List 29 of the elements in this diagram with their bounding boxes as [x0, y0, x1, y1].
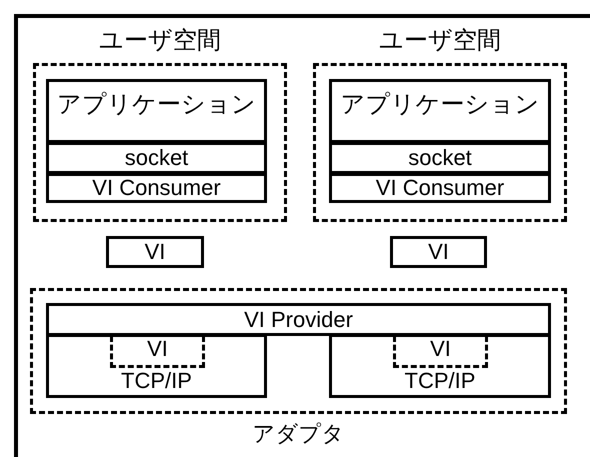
layer-box — [106, 236, 204, 268]
layer-box — [390, 236, 487, 268]
box-label: socket — [124, 145, 190, 171]
box-label: VI Provider — [243, 306, 354, 332]
box-label: VI — [427, 239, 450, 265]
dashed-box — [110, 336, 205, 368]
layer-box — [329, 79, 551, 143]
layer-box — [46, 334, 267, 398]
group-heading: ユーザ空間 — [98, 28, 222, 54]
box-label: アプリケーション — [56, 90, 257, 120]
dashed-box — [393, 336, 488, 368]
box-label: VI — [146, 336, 169, 362]
box-label: TCP/IP — [120, 368, 193, 394]
layer-box — [46, 173, 267, 203]
box-label: socket — [407, 145, 473, 171]
layer-box — [329, 142, 551, 174]
layer-box — [46, 142, 267, 174]
layer-box — [329, 173, 551, 203]
group-heading: ユーザ空間 — [378, 28, 502, 54]
layer-box — [329, 334, 551, 398]
box-label: TCP/IP — [404, 368, 476, 394]
box-label: VI Consumer — [91, 175, 222, 201]
group-heading: アダプタ — [252, 421, 346, 447]
layer-box — [46, 79, 267, 143]
box-label: VI Consumer — [374, 175, 506, 201]
box-label: VI — [429, 336, 452, 362]
box-label: アプリケーション — [340, 90, 540, 120]
layer-box — [46, 303, 551, 336]
box-label: VI — [144, 239, 166, 265]
